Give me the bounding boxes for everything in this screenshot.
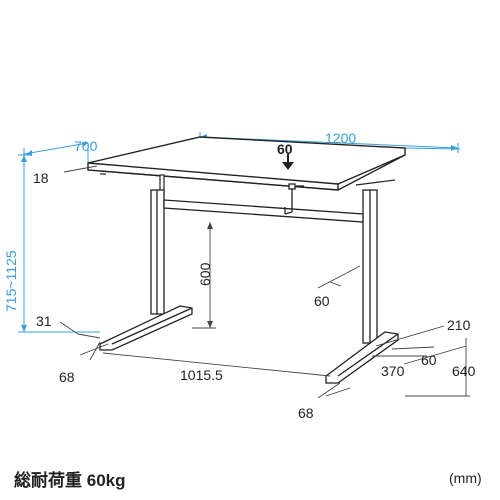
crank-offset-arrow	[282, 154, 294, 170]
leg-depth-c-value: 370	[381, 363, 405, 379]
width-value: 1200	[325, 130, 356, 146]
foot-width-left-value: 68	[59, 369, 75, 385]
foot-height-value: 31	[36, 313, 52, 329]
load-label: 総耐荷重	[14, 471, 82, 490]
leg-depth-a-value: 210	[447, 317, 471, 333]
stretcher-gap-value: 60	[314, 293, 330, 309]
leg-depth-b-value: 60	[421, 352, 437, 368]
crank-handle	[284, 183, 304, 215]
leg-clearance-value: 600	[197, 262, 213, 286]
crank-offset-value: 60	[277, 141, 293, 157]
left-leg	[99, 189, 193, 351]
load-capacity: 総耐荷重 60kg	[14, 466, 125, 491]
load-value: 60kg	[86, 471, 126, 490]
stretcher	[163, 199, 364, 223]
gray-dimension-lines	[59, 165, 470, 399]
unit-label: (mm)	[449, 470, 482, 486]
desk-top	[87, 136, 406, 191]
leg-depth-d-value: 640	[452, 363, 476, 379]
top-frame	[99, 170, 396, 198]
height-range-value: 715~1125	[3, 250, 19, 312]
foot-width-right-value: 68	[298, 405, 314, 421]
depth-value: 700	[74, 138, 98, 154]
inner-span-value: 1015.5	[180, 367, 223, 383]
top-thickness-value: 18	[33, 170, 49, 186]
height-dimension	[18, 154, 100, 333]
